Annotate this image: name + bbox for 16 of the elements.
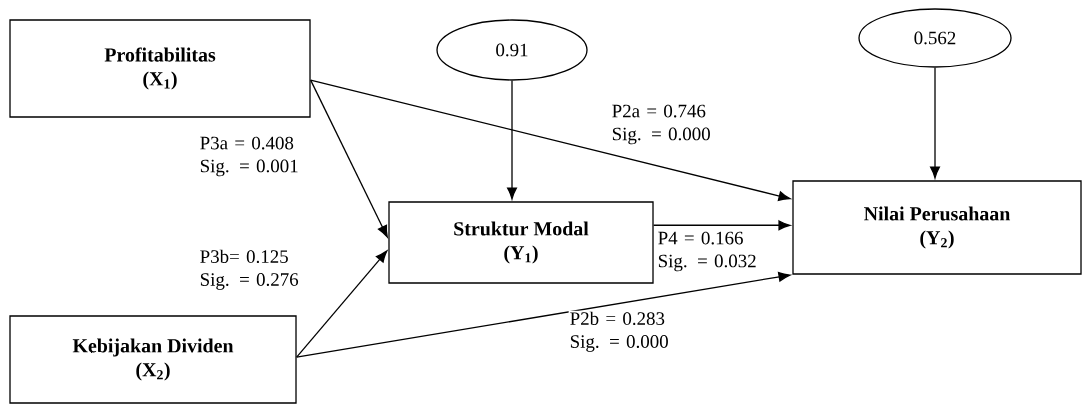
arrow <box>930 67 940 179</box>
arrow <box>296 271 791 358</box>
arrow <box>507 80 517 200</box>
variable-box: Kebijakan Dividen (X$_{2}$) <box>9 315 297 404</box>
arrow <box>310 79 791 201</box>
edge-label: P3b= 0.125 Sig. = 0.276 <box>198 248 313 291</box>
arrow <box>653 220 791 231</box>
arrow <box>310 79 388 238</box>
variable-box: Profitabilitas (X$_{1}$) <box>9 19 311 118</box>
edge-label: P3a = 0.408 Sig. = 0.001 <box>198 135 313 178</box>
edge-label: P2b = 0.283 Sig. = 0.000 <box>568 310 683 353</box>
arrow <box>296 250 388 358</box>
variable-box: Struktur Modal (Y$_{1}$) <box>388 201 654 284</box>
edge-label: P4 = 0.166 Sig. = 0.032 <box>656 230 771 273</box>
variable-box: Nilai Perusahaan (Y$_{2}$) <box>792 180 1082 275</box>
edge-label: P2a = 0.746 Sig. = 0.000 <box>610 103 725 146</box>
